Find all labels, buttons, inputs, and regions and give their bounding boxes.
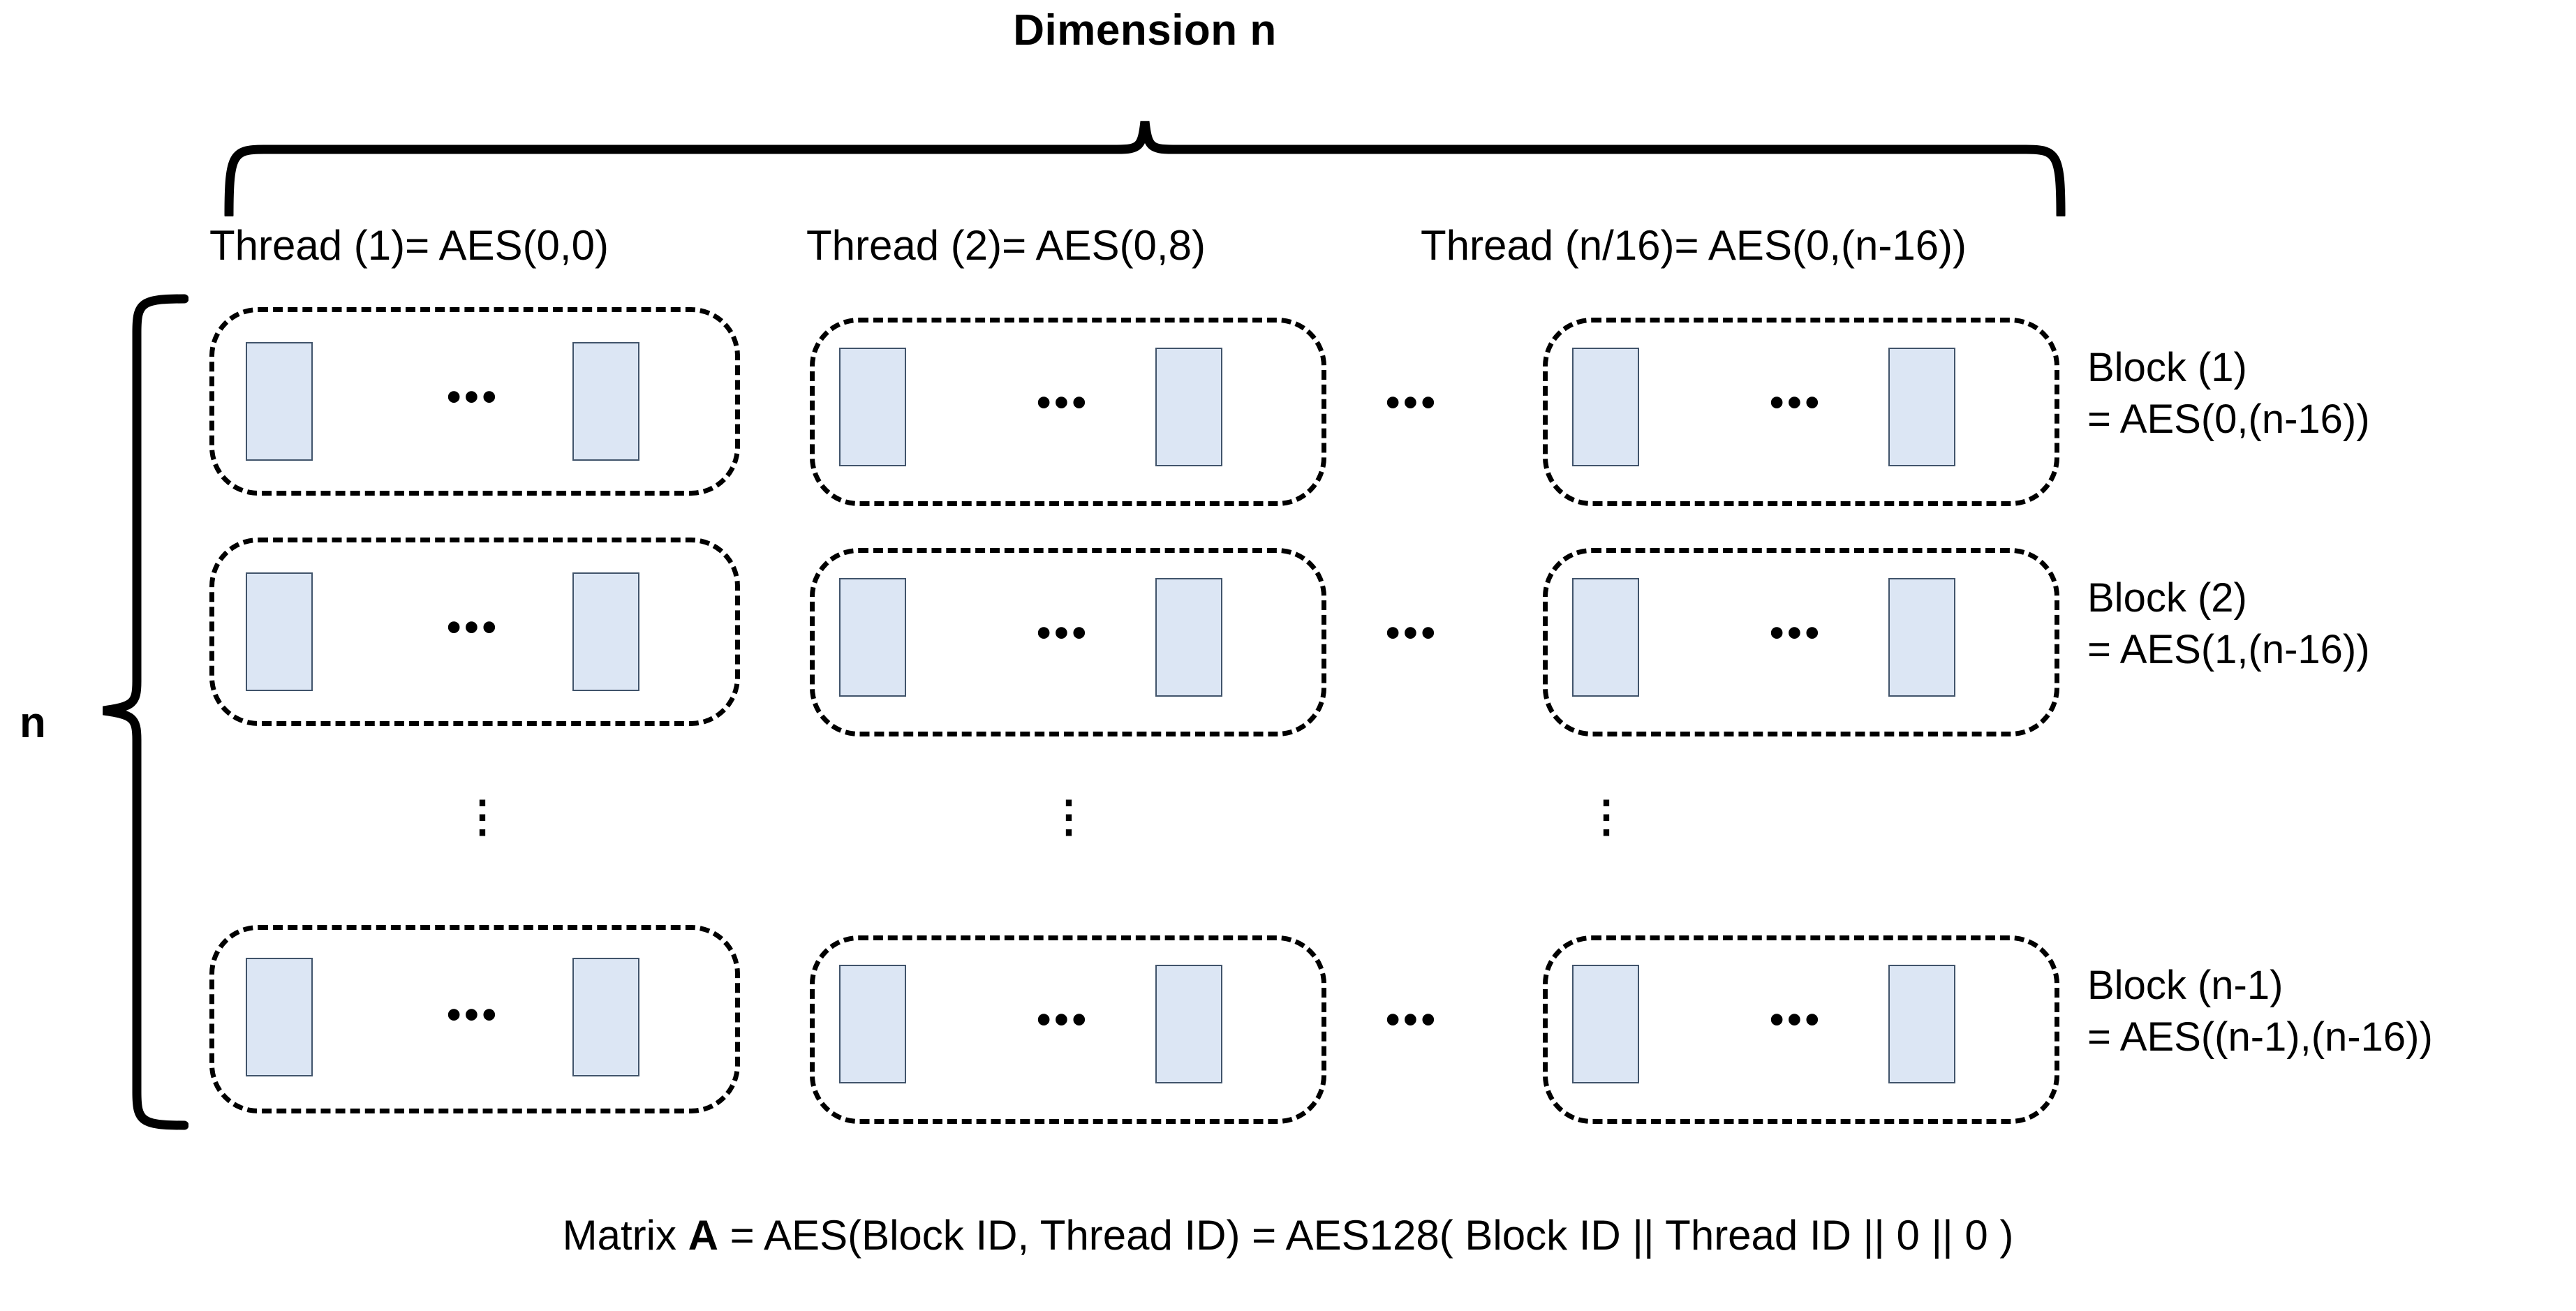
- horizontal-ellipsis: •••: [1037, 997, 1090, 1042]
- block-row-label-3-line2: = AES((n-1),(n-16)): [2087, 1014, 2433, 1060]
- block-row-label-3: Block (n-1) = AES((n-1),(n-16)): [2087, 960, 2576, 1063]
- vertical-ellipsis-col-2: ⋮: [1047, 793, 1090, 841]
- block-row-label-1-line2: = AES(0,(n-16)): [2087, 397, 2370, 443]
- thread-group-r1-c1: [209, 307, 740, 496]
- matrix-cell: [572, 958, 639, 1076]
- matrix-cell: [1888, 965, 1955, 1083]
- block-row-label-1-line1: Block (1): [2087, 345, 2247, 390]
- matrix-cell: [839, 965, 906, 1083]
- block-row-label-2-line1: Block (2): [2087, 575, 2247, 621]
- thread-column-label-3: Thread (n/16)= AES(0,(n-16)): [1421, 222, 1967, 269]
- thread-group-r1-c2: [810, 318, 1326, 506]
- left-brace: [98, 293, 189, 1131]
- caption-matrix-symbol: A: [688, 1212, 718, 1259]
- figure-caption: Matrix A = AES(Block ID, Thread ID) = AE…: [0, 1211, 2576, 1259]
- matrix-cell: [572, 342, 639, 461]
- horizontal-ellipsis: •••: [1037, 380, 1090, 425]
- vertical-ellipsis-col-3: ⋮: [1585, 793, 1628, 841]
- horizontal-ellipsis: •••: [447, 605, 500, 650]
- vertical-ellipsis-col-1: ⋮: [461, 793, 504, 841]
- block-row-label-3-line1: Block (n-1): [2087, 963, 2283, 1008]
- matrix-cell: [1888, 578, 1955, 697]
- horizontal-ellipsis: •••: [447, 374, 500, 420]
- matrix-cell: [1155, 965, 1222, 1083]
- matrix-cell: [1155, 348, 1222, 466]
- matrix-cell: [1155, 578, 1222, 697]
- thread-group-r2-c3: [1543, 548, 2059, 736]
- horizontal-ellipsis: •••: [1037, 610, 1090, 656]
- thread-group-r2-c2: [810, 548, 1326, 736]
- horizontal-ellipsis: •••: [1770, 997, 1823, 1042]
- thread-column-label-2: Thread (2)= AES(0,8): [806, 222, 1206, 269]
- horizontal-ellipsis-between-groups: •••: [1386, 610, 1439, 656]
- caption-prefix: Matrix: [562, 1212, 688, 1259]
- matrix-cell: [246, 958, 313, 1076]
- matrix-cell: [839, 578, 906, 697]
- dimension-n-label: n: [20, 699, 46, 747]
- thread-group-r3-c1: [209, 925, 740, 1113]
- thread-group-r2-c1: [209, 538, 740, 726]
- dimension-title: Dimension n: [1013, 6, 1277, 54]
- matrix-cell: [246, 572, 313, 691]
- thread-group-r3-c3: [1543, 935, 2059, 1124]
- top-brace: [223, 119, 2066, 220]
- horizontal-ellipsis-between-groups: •••: [1386, 997, 1439, 1042]
- horizontal-ellipsis: •••: [1770, 610, 1823, 656]
- thread-group-r3-c2: [810, 935, 1326, 1124]
- horizontal-ellipsis: •••: [1770, 380, 1823, 425]
- matrix-cell: [1572, 965, 1639, 1083]
- matrix-cell: [246, 342, 313, 461]
- matrix-cell: [1888, 348, 1955, 466]
- matrix-cell: [839, 348, 906, 466]
- block-row-label-2: Block (2) = AES(1,(n-16)): [2087, 572, 2576, 676]
- block-row-label-2-line2: = AES(1,(n-16)): [2087, 627, 2370, 673]
- block-row-label-1: Block (1) = AES(0,(n-16)): [2087, 342, 2576, 445]
- thread-column-label-1: Thread (1)= AES(0,0): [209, 222, 609, 269]
- horizontal-ellipsis: •••: [447, 992, 500, 1037]
- thread-group-r1-c3: [1543, 318, 2059, 506]
- caption-suffix: = AES(Block ID, Thread ID) = AES128( Blo…: [718, 1212, 2014, 1259]
- horizontal-ellipsis-between-groups: •••: [1386, 380, 1439, 425]
- matrix-cell: [1572, 578, 1639, 697]
- matrix-cell: [572, 572, 639, 691]
- matrix-cell: [1572, 348, 1639, 466]
